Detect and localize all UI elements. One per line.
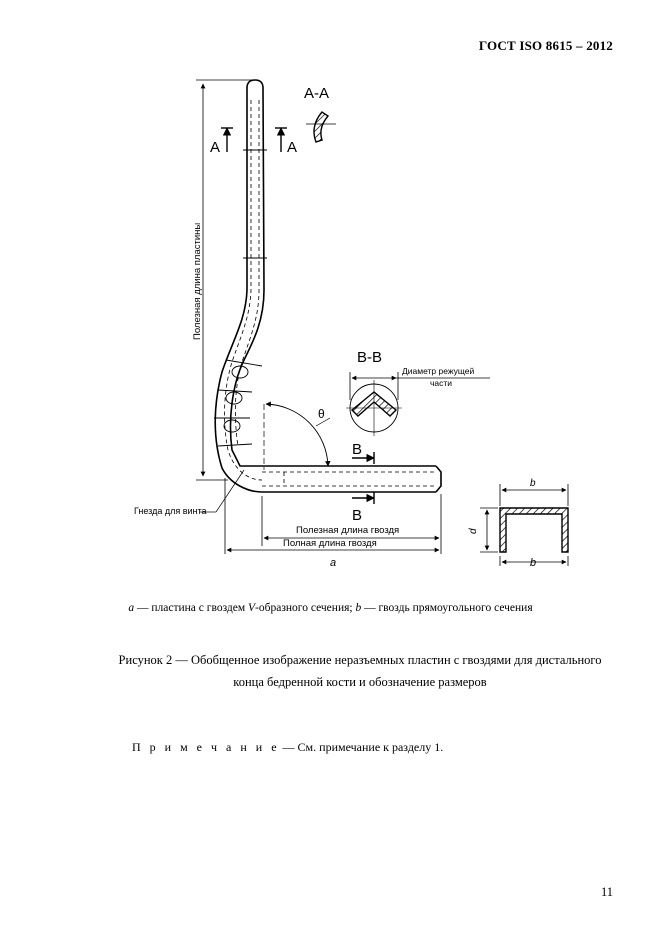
cut-b-markers — [352, 452, 375, 504]
screw-holes-label: Гнезда для винта — [134, 506, 207, 516]
section-aa-title: А-А — [304, 85, 329, 102]
cut-a-markers — [221, 127, 287, 152]
section-bb-title: В-В — [357, 349, 382, 366]
note-label: П р и м е ч а н и е — [132, 740, 280, 754]
cut-b-top-label: В — [352, 441, 362, 458]
plate-hidden-lines — [224, 100, 436, 487]
dim-d-label: d — [468, 528, 479, 534]
figure-caption-line2: конца бедренной кости и обозначение разм… — [233, 675, 487, 689]
panel-a-label: а — [330, 557, 336, 569]
screw-holes — [214, 149, 267, 447]
full-nail-length-label: Полная длина гвоздя — [283, 538, 377, 549]
note: П р и м е ч а н и е — См. примечание к р… — [132, 740, 443, 755]
page-number: 11 — [600, 885, 613, 899]
cut-b-bottom-label: В — [352, 507, 362, 524]
cutting-diameter-label: Диаметр режущей — [402, 366, 475, 376]
cutting-diameter-dimension — [349, 372, 490, 400]
section-aa-shape — [313, 111, 330, 143]
technical-drawing: А А А-А Полезная длина пластины θ В В В-… — [134, 79, 569, 569]
panel-b-label: b — [530, 557, 536, 569]
plate-outline — [214, 79, 442, 493]
useful-plate-length-label: Полезная длина пластины — [192, 223, 203, 340]
useful-nail-length-label: Полезная длина гвоздя — [296, 525, 399, 536]
nail-length-dimensions — [224, 478, 442, 554]
dim-b-label: b — [530, 478, 536, 489]
note-text: — См. примечание к разделу 1. — [279, 740, 444, 754]
rect-section-shape — [499, 507, 569, 553]
cutting-diameter-label-2: части — [430, 378, 452, 388]
angle-theta: θ — [318, 407, 325, 421]
cut-a-right-label: А — [287, 139, 297, 156]
figure-legend: а — пластина с гвоздем V-образного сечен… — [128, 602, 533, 614]
figure-caption: Рисунок 2 — Обобщенное изображение нераз… — [60, 649, 660, 693]
cut-a-left-label: А — [210, 139, 220, 156]
standard-header: ГОСТ ISO 8615 – 2012 — [478, 38, 613, 53]
plate-length-dimension — [196, 79, 252, 481]
rect-section-dimensions — [480, 484, 569, 566]
figure-caption-line1: Рисунок 2 — Обобщенное изображение нераз… — [118, 653, 602, 667]
angle-arc — [265, 401, 331, 467]
